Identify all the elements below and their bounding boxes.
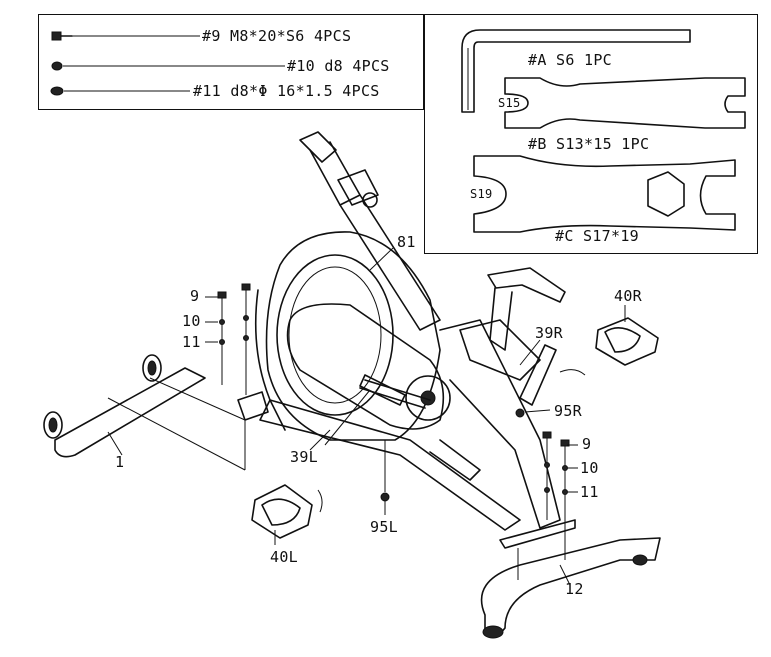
rear-stabilizer [480,519,661,639]
callout-40r: 40R [614,287,642,305]
callout-11-right: 11 [580,483,599,501]
hex-key-tool [461,29,691,113]
chain-guard [286,303,451,430]
callout-12: 12 [565,580,584,598]
tool-b-end-label: S15 [498,96,521,110]
rear-bolt-stack [542,431,570,530]
callout-leaders [107,247,626,586]
pedal-right [559,317,659,376]
hardware-10-label: #10 d8 4PCS [287,57,390,75]
pedal-left [251,484,323,539]
callout-11-left: 11 [182,333,201,351]
crank-arm-left [324,374,406,502]
callout-95l: 95L [370,518,398,536]
callout-9-right: 9 [582,435,592,453]
flywheel-cover [254,231,441,441]
callout-1: 1 [115,453,125,471]
seat-post-frame [299,131,441,331]
callout-39l: 39L [290,448,318,466]
bolt-icon [51,31,200,41]
front-bolt-stack [217,283,269,421]
tool-b-label: #B S13*15 1PC [528,135,650,153]
main-frame [259,319,561,531]
tool-c-label: #C S17*19 [555,227,639,245]
curved-washer-icon [50,86,190,96]
handlebar-post [459,267,566,381]
hardware-11-label: #11 d8*Φ 16*1.5 4PCS [193,82,380,100]
callout-10-left: 10 [182,312,201,330]
callout-10-right: 10 [580,459,599,477]
callout-40l: 40L [270,548,298,566]
combination-wrench-tool [473,155,736,233]
front-stabilizer [43,354,246,471]
callout-81: 81 [397,233,416,251]
callout-95r: 95R [554,402,582,420]
callout-9-left: 9 [190,287,200,305]
tools-box [424,14,758,254]
washer-icon [51,61,285,71]
hardware-9-label: #9 M8*20*S6 4PCS [202,27,352,45]
crank-arm-right [515,344,557,418]
open-wrench-tool [504,77,746,129]
hardware-list-box [38,14,424,110]
callout-39r: 39R [535,324,563,342]
tool-c-end-label: S19 [470,187,493,201]
tool-a-label: #A S6 1PC [528,51,612,69]
